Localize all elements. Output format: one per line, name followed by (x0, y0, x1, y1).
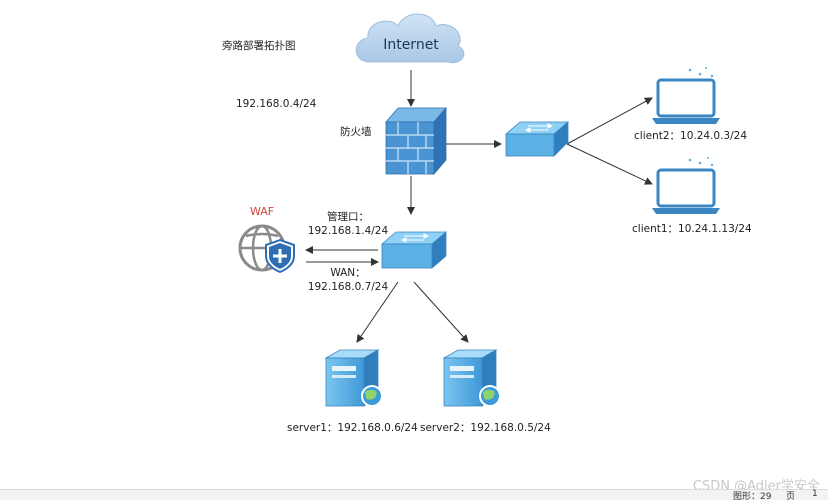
status-bar: 图形：29 页 1 (0, 489, 828, 502)
mgmt-port-ip: 192.168.1.4/24 (307, 225, 389, 237)
link-switch-server1 (356, 281, 399, 343)
wan-port-name: WAN： (330, 267, 366, 279)
wan-port-ip: 192.168.0.7/24 (307, 281, 389, 293)
firewall-label: 防火墙 (340, 126, 372, 138)
server1-icon (324, 349, 383, 407)
waf-label: WAF (250, 205, 275, 218)
diagram-title: 旁路部署拓扑图 (222, 40, 296, 52)
switch-core-icon (380, 231, 448, 269)
status-page-number[interactable]: 1 (812, 489, 818, 499)
link-switch-client2 (566, 97, 653, 145)
laptop-client2-icon (652, 67, 720, 124)
switch-top-icon (504, 121, 570, 157)
status-page-label: 页 (786, 492, 796, 502)
firewall-icon (385, 106, 447, 176)
waf-icon (238, 224, 295, 274)
mgmt-port-name: 管理口： (327, 211, 369, 223)
client1-label: client1：10.24.1.13/24 (632, 223, 752, 235)
internet-cloud-icon (355, 13, 465, 64)
server2-label: server2：192.168.0.5/24 (420, 422, 551, 434)
link-switch-server2 (413, 281, 469, 343)
connection-lines (305, 70, 653, 343)
laptop-client1-icon (652, 157, 720, 214)
link-switch-client1 (566, 143, 653, 185)
server1-label: server1：192.168.0.6/24 (287, 422, 418, 434)
client2-label: client2：10.24.0.3/24 (634, 130, 748, 142)
internet-label: Internet (383, 37, 439, 53)
wan-port-label: WAN： 192.168.0.7/24 (300, 266, 396, 294)
status-shapes-count: 图形：29 (733, 492, 772, 502)
mgmt-port-label: 管理口： 192.168.1.4/24 (300, 210, 396, 238)
server2-icon (442, 349, 501, 407)
firewall-ip-label: 192.168.0.4/24 (236, 98, 317, 110)
